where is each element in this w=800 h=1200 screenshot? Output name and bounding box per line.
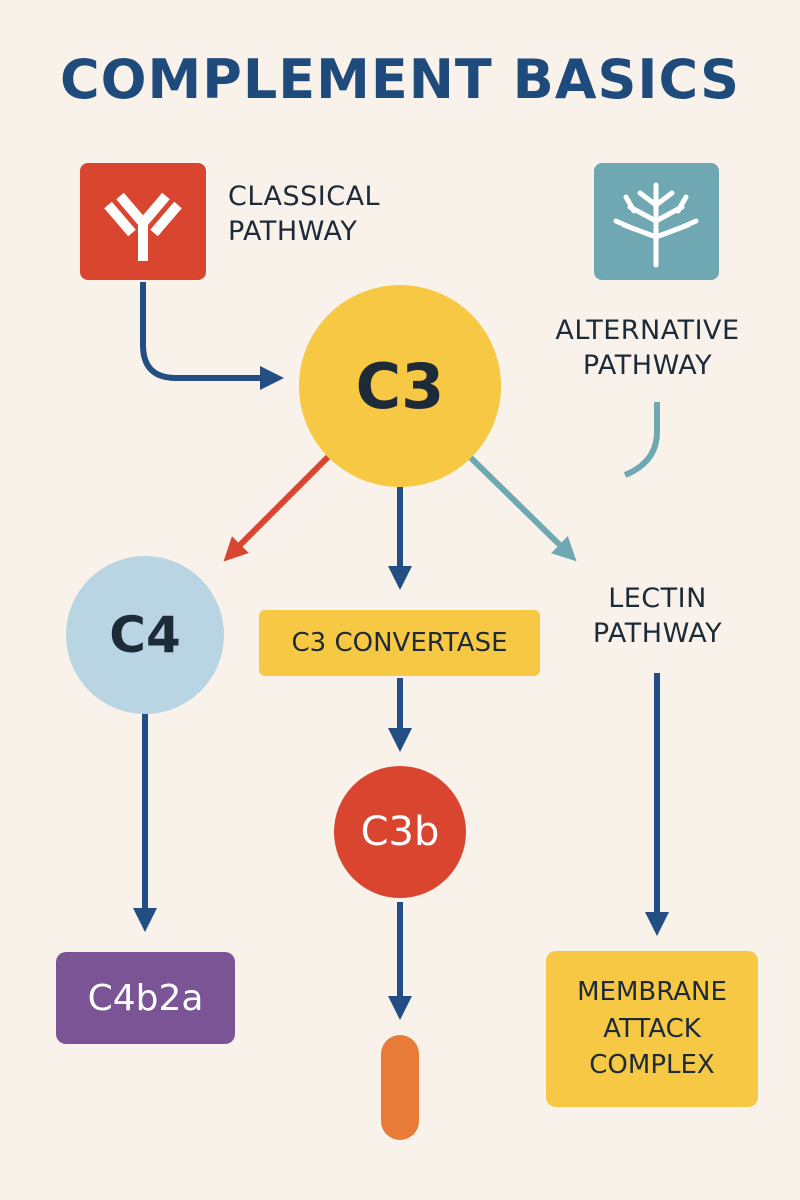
lectin-pathway-line2: PATHWAY [592,617,723,649]
alternative-pathway-label: ALTERNATIVE PATHWAY [540,314,755,383]
c4-node: C4 [66,556,224,714]
c3b-product-capsule [381,1035,419,1140]
classical-pathway-label: CLASSICAL PATHWAY [228,180,380,249]
antibody-icon [104,192,182,261]
alternative-pathway-line2: PATHWAY [582,349,713,381]
c4-label: C4 [109,606,181,664]
page-title: COMPLEMENT BASICS [59,48,741,111]
classical-pathway-icon-box [80,163,206,280]
c3-convertase-label: C3 CONVERTASE [291,628,508,658]
membrane-attack-complex-node: MEMBRANE ATTACK COMPLEX [546,951,758,1107]
c3-convertase-node: C3 CONVERTASE [259,610,540,676]
classical-pathway-line1: CLASSICAL [228,181,381,212]
alternative-connector [623,402,660,478]
c3b-label: C3b [360,809,440,855]
c3-to-lectin-arrow [467,454,577,562]
alternative-pathway-line1: ALTERNATIVE [555,315,740,346]
c3-label: C3 [355,349,445,423]
classical-pathway-line2: PATHWAY [228,215,358,247]
mac-line1: MEMBRANE [577,977,727,1008]
lectin-pathway-line1: LECTIN [608,583,707,614]
mac-line3: COMPLEX [589,1050,715,1081]
c4b2a-node: C4b2a [56,952,235,1044]
c4b2a-label: C4b2a [87,977,204,1019]
alternative-pathway-icon-box [594,163,719,280]
branching-tree-icon [613,182,699,268]
c3b-node: C3b [334,766,466,898]
c3-node: C3 [299,285,501,487]
classical-to-c3-arrow [140,282,284,390]
mac-line2: ATTACK [603,1013,701,1044]
lectin-pathway-label: LECTIN PATHWAY [575,582,740,651]
c3-to-c4-arrow [223,454,331,562]
